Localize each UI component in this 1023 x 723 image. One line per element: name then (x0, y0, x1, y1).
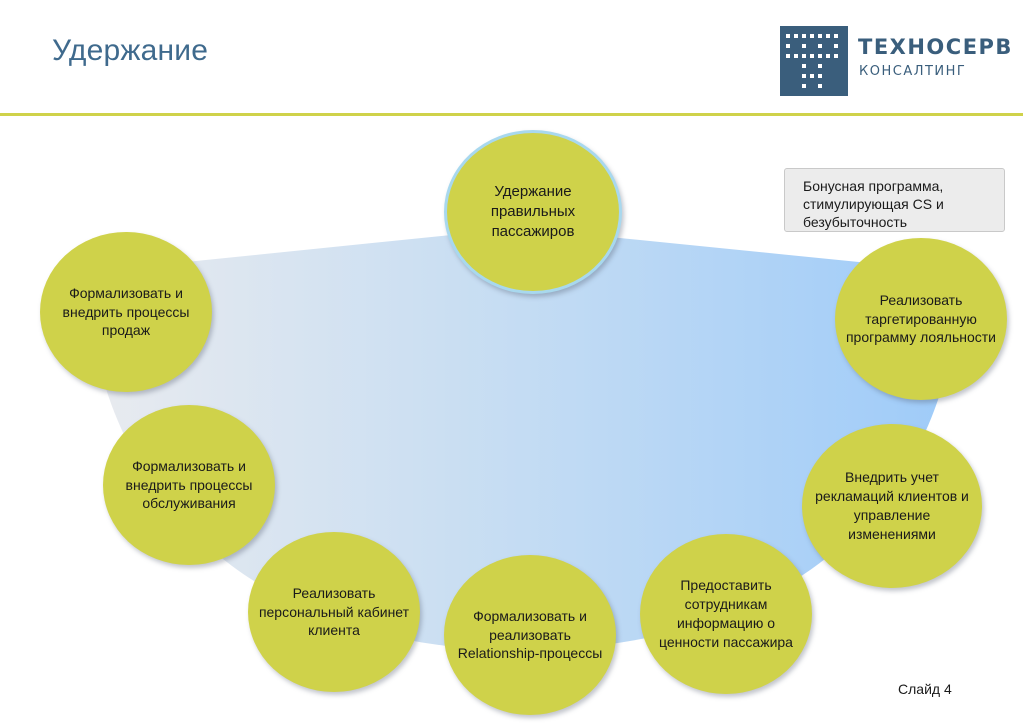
diagram-node-label: Реализовать персональный кабинет клиента (258, 584, 410, 639)
company-logo: ТЕХНОСЕРВ КОНСАЛТИНГ (780, 26, 1011, 96)
diagram-node-label: Формализовать и внедрить процессы продаж (62, 284, 190, 339)
diagram-node-label: Реализовать таргетированную программу ло… (845, 291, 997, 346)
center-node-label: Удержание правильных пассажиров (490, 182, 576, 241)
logo-name: ТЕХНОСЕРВ (858, 35, 1013, 59)
diagram-node: Реализовать персональный кабинет клиента (248, 532, 420, 692)
diagram-node-label: Предоставить сотрудникам информацию о це… (659, 577, 793, 650)
diagram-node-label: Формализовать и реализовать Relationship… (457, 607, 603, 662)
slide-number: Слайд 4 (898, 681, 952, 697)
center-node: Удержание правильных пассажиров (444, 130, 622, 294)
diagram-node: Предоставить сотрудникам информацию о це… (640, 534, 812, 694)
logo-grid-icon (780, 26, 848, 96)
diagram-node: Формализовать и внедрить процессы продаж (40, 232, 212, 392)
header-rule (0, 113, 1023, 116)
diagram-node-label: Внедрить учет рекламаций клиентов и упра… (815, 469, 969, 542)
diagram-node: Формализовать и внедрить процессы обслуж… (103, 405, 275, 565)
diagram-node: Внедрить учет рекламаций клиентов и упра… (802, 424, 982, 588)
diagram-node: Формализовать и реализовать Relationship… (444, 555, 616, 715)
logo-subtitle: КОНСАЛТИНГ (859, 64, 967, 79)
note-box: Бонусная программа, стимулирующая CS и б… (784, 168, 1005, 232)
diagram-node-label: Формализовать и внедрить процессы обслуж… (125, 457, 253, 512)
slide-title: Удержание (52, 34, 209, 67)
diagram-node: Реализовать таргетированную программу ло… (835, 238, 1007, 400)
